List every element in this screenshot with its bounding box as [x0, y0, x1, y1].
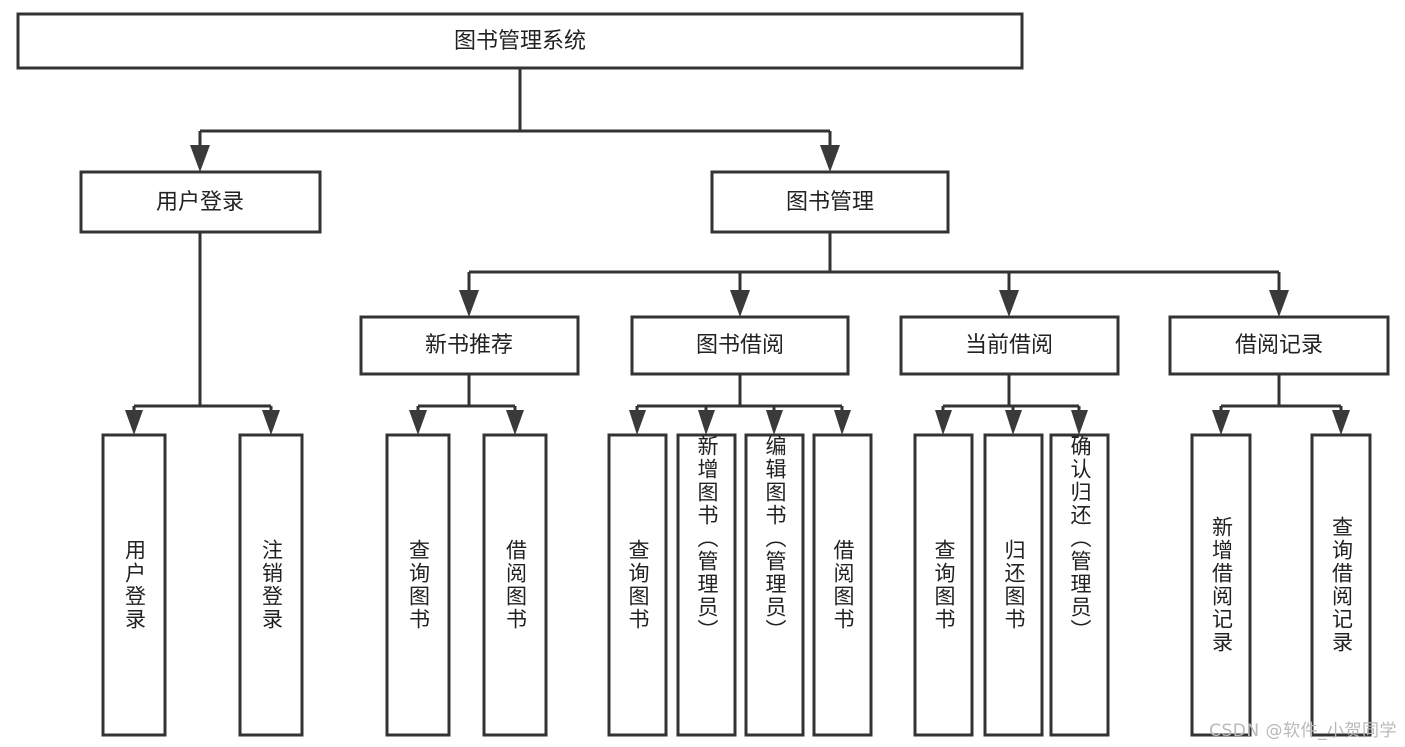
arrowhead-to-leaf-user-login [125, 410, 143, 435]
arrowhead-to-leaf-query-book-recommend [409, 410, 427, 435]
arrowhead-to-leaf-add-borrow-record [1212, 410, 1230, 435]
arrowhead-to-user-login [190, 145, 210, 172]
node-layer: 图书管理系统 用户登录 图书管理 新书推荐 图书借阅 当前 [16, 12, 1390, 737]
node-leaf-confirm-return-rect[interactable] [1049, 433, 1110, 737]
node-new-book-recommend-rect[interactable] [359, 315, 580, 376]
node-root-label: 图书管理系统 [454, 29, 586, 54]
node-user-login-label: 用户登录 [156, 190, 244, 215]
node-root-rect[interactable] [16, 12, 1024, 70]
arrowhead-to-new-book-recommend [459, 290, 479, 317]
node-borrow-records-rect[interactable] [1168, 315, 1390, 376]
node-root[interactable]: 图书管理系统 [16, 12, 1024, 70]
arrowhead-to-leaf-borrow-book-recommend [506, 410, 524, 435]
arrowhead-to-book-borrow [730, 290, 750, 317]
node-user-login[interactable]: 用户登录 [79, 170, 322, 234]
node-leaf-add-borrow-record-rect[interactable] [1190, 433, 1252, 737]
arrowhead-to-leaf-borrow-book [834, 410, 851, 435]
arrowhead-to-leaf-user-logout [262, 410, 280, 435]
node-book-management-rect[interactable] [710, 170, 950, 234]
node-leaf-query-book-recommend-rect[interactable] [385, 433, 451, 737]
arrowhead-to-leaf-query-book-borrow [629, 410, 646, 435]
node-leaf-query-book-current-rect[interactable] [913, 433, 974, 737]
arrowhead-to-leaf-query-borrow-record [1332, 410, 1350, 435]
node-leaf-borrow-book-rect[interactable] [812, 433, 873, 737]
node-borrow-records-label: 借阅记录 [1235, 333, 1323, 358]
node-leaf-return-book-rect[interactable] [983, 433, 1044, 737]
node-leaf-user-logout-rect[interactable] [238, 433, 304, 737]
arrowhead-to-book-management [820, 145, 840, 172]
node-leaf-query-book-borrow-rect[interactable] [607, 433, 668, 737]
node-leaf-edit-book-rect[interactable] [744, 433, 805, 737]
node-book-borrow[interactable]: 图书借阅 [630, 315, 850, 376]
node-borrow-records[interactable]: 借阅记录 [1168, 315, 1390, 376]
arrowhead-to-current-borrow [999, 290, 1019, 317]
node-current-borrow[interactable]: 当前借阅 [899, 315, 1120, 376]
node-leaf-user-login-rect[interactable] [101, 433, 167, 737]
node-current-borrow-rect[interactable] [899, 315, 1120, 376]
node-book-borrow-rect[interactable] [630, 315, 850, 376]
arrowhead-to-leaf-return-book [1005, 410, 1022, 435]
node-book-management[interactable]: 图书管理 [710, 170, 950, 234]
arrowhead-to-leaf-confirm-return [1071, 410, 1088, 435]
node-leaf-borrow-book-recommend-rect[interactable] [482, 433, 548, 737]
arrowhead-layer [125, 145, 1350, 435]
node-leaf-add-book-rect[interactable] [676, 433, 737, 737]
node-new-book-recommend[interactable]: 新书推荐 [359, 315, 580, 376]
arrowhead-to-leaf-query-book-current [935, 410, 952, 435]
leaf-node-layer [101, 433, 1372, 737]
arrowhead-to-leaf-edit-book [766, 410, 783, 435]
csdn-watermark: CSDN @软件_小贺同学 [1209, 721, 1397, 741]
node-user-login-rect[interactable] [79, 170, 322, 234]
arrowhead-to-borrow-records [1269, 290, 1289, 317]
arrowhead-to-leaf-add-book [698, 410, 715, 435]
node-book-management-label: 图书管理 [786, 190, 874, 215]
node-current-borrow-label: 当前借阅 [965, 333, 1053, 358]
node-book-borrow-label: 图书借阅 [696, 333, 784, 358]
node-leaf-query-borrow-record-rect[interactable] [1310, 433, 1372, 737]
node-new-book-recommend-label: 新书推荐 [425, 333, 513, 358]
